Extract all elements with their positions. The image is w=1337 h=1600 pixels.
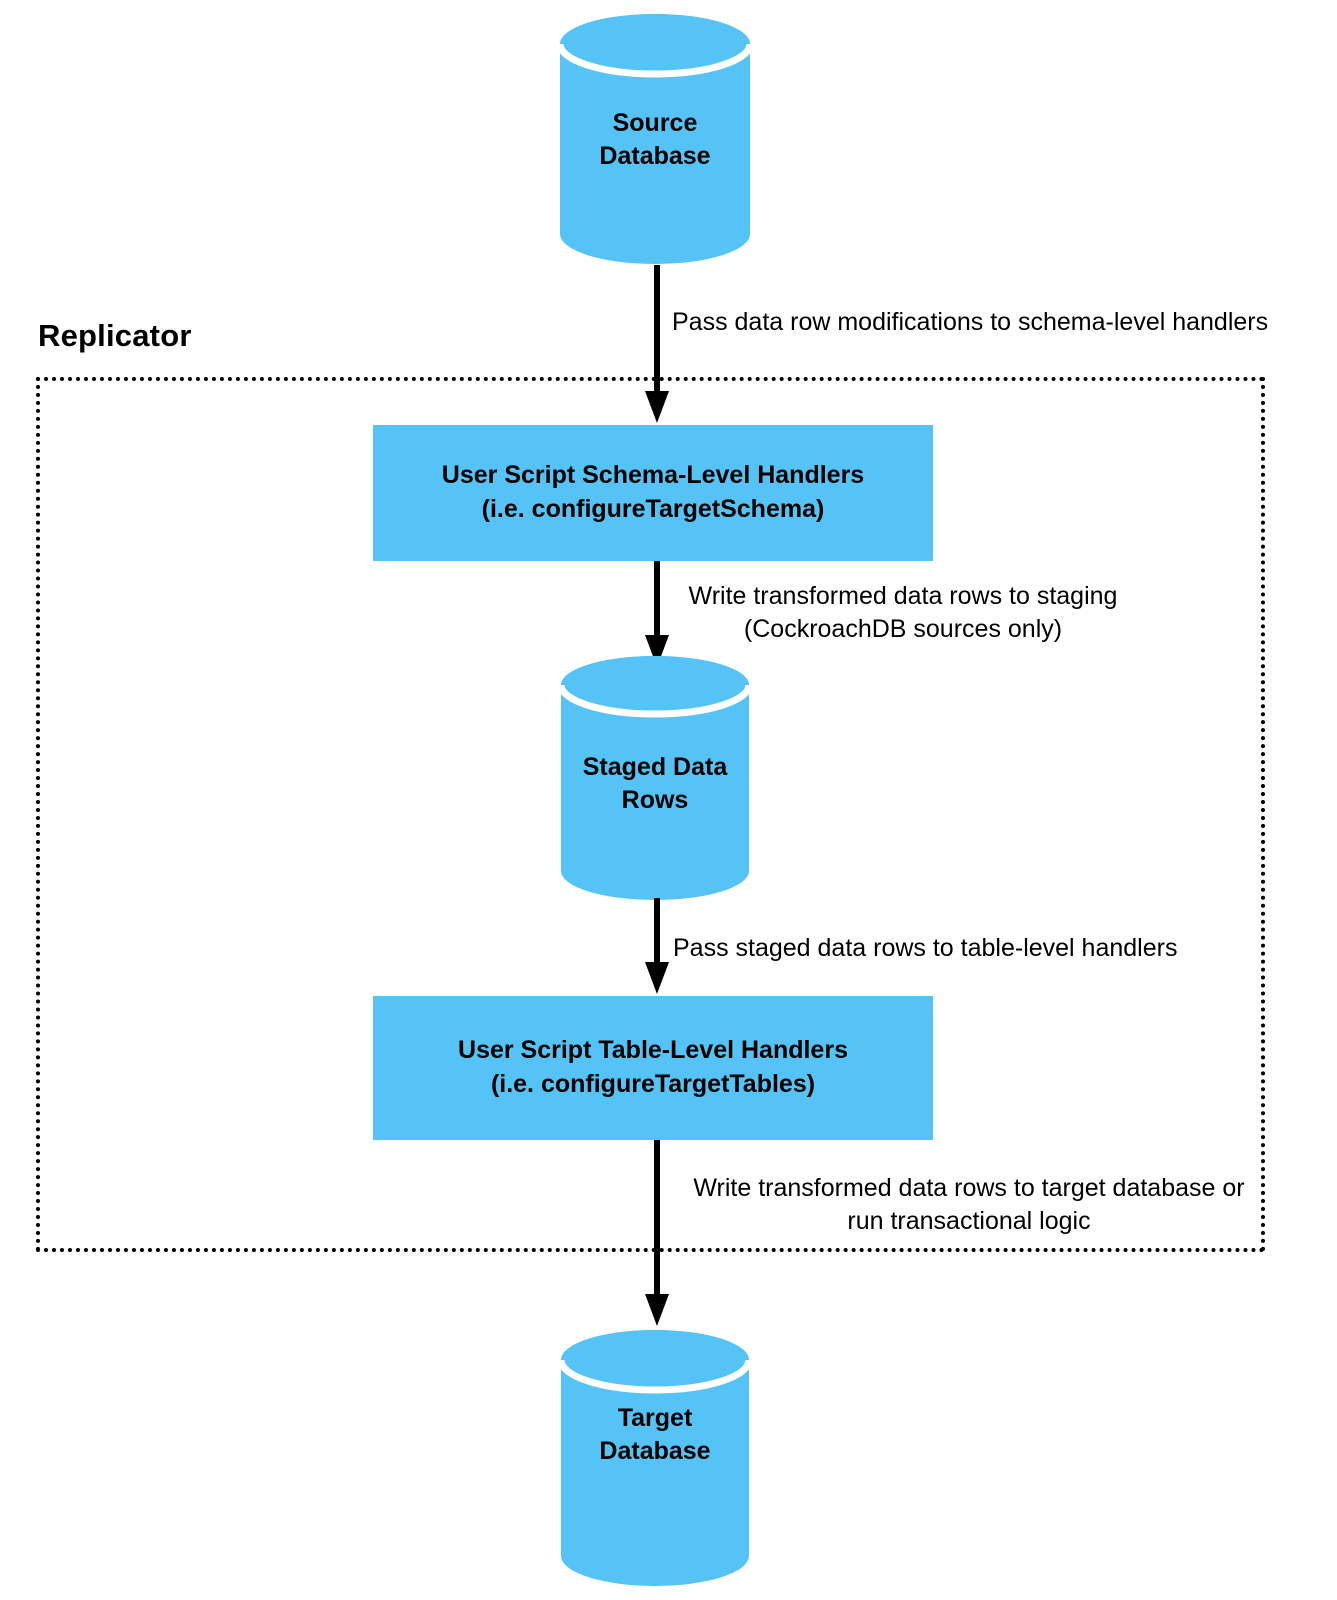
arrow-schema-handlers-to-staged [644, 561, 670, 669]
edge-label-table-handlers-to-target: Write transformed data rows to target da… [693, 1174, 1245, 1235]
arrow-staged-to-table-handlers [644, 898, 670, 996]
edge-label-staged-to-table-handlers: Pass staged data rows to table-level han… [673, 934, 1178, 962]
node-table-level-handlers[interactable]: User Script Table-Level Handlers (i.e. c… [373, 996, 933, 1140]
node-target-database[interactable]: Target Database [557, 1330, 753, 1586]
node-staged-data-rows-label: Staged Data Rows [582, 753, 728, 814]
edge-label-schema-handlers-to-staged: Write transformed data rows to staging (… [688, 582, 1118, 643]
replicator-title: Replicator [38, 318, 192, 353]
edge-label-source-to-schema-handlers: Pass data row modifications to schema-le… [672, 308, 1269, 336]
node-target-database-label: Target Database [599, 1404, 711, 1465]
arrow-source-to-schema-handlers [644, 265, 670, 425]
node-schema-level-handlers[interactable]: User Script Schema-Level Handlers (i.e. … [373, 425, 933, 561]
node-table-level-handlers-label: User Script Table-Level Handlers (i.e. c… [458, 1036, 848, 1098]
node-staged-data-rows[interactable]: Staged Data Rows [557, 656, 753, 900]
node-source-database-label: Source Database [599, 109, 711, 170]
replicator-boundary [36, 377, 1265, 1252]
node-source-database[interactable]: Source Database [556, 14, 754, 264]
node-schema-level-handlers-label: User Script Schema-Level Handlers (i.e. … [441, 461, 865, 523]
arrow-table-handlers-to-target [644, 1140, 670, 1328]
